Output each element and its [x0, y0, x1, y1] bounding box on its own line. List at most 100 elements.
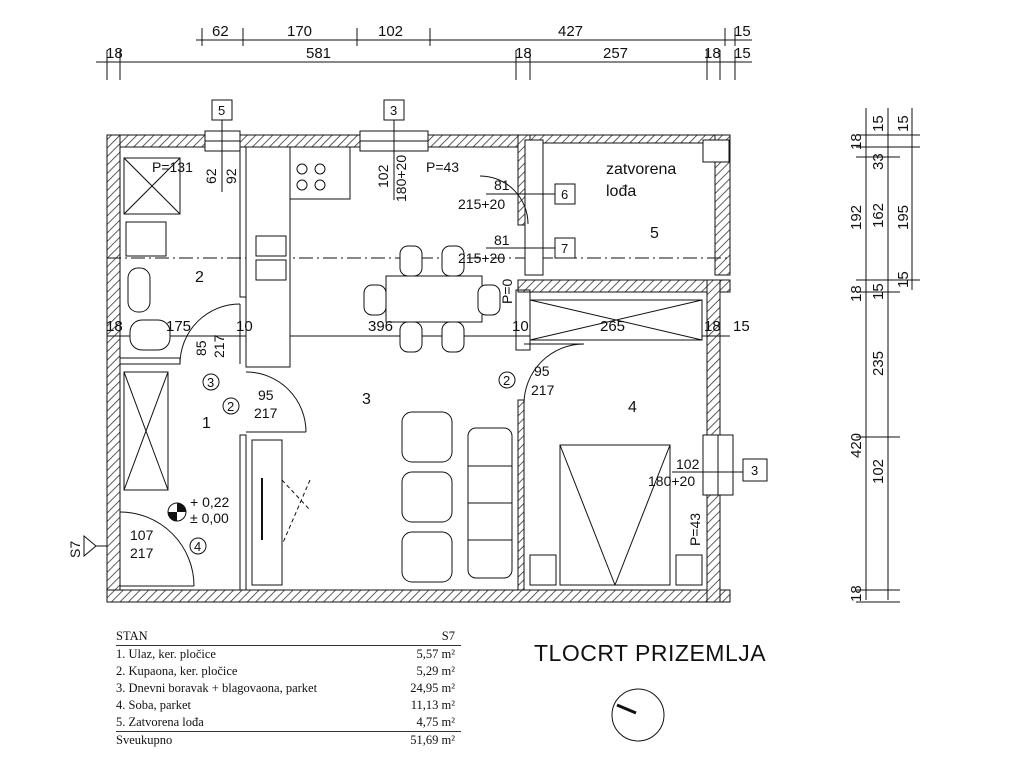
plan-title: TLOCRT PRIZEMLJA: [534, 640, 767, 666]
area-row-value: 5,29 m²: [416, 664, 455, 678]
dim-r-15d: 15: [895, 271, 912, 288]
dim-102: 102: [378, 23, 403, 40]
dim-15-b: 15: [734, 45, 751, 62]
dim-257: 257: [603, 45, 628, 62]
door-tag-2a: 2: [227, 399, 234, 414]
dim-r-18c: 18: [848, 585, 865, 602]
w-bath-b: 92: [223, 168, 239, 184]
dim-r-420: 420: [848, 433, 865, 458]
inner-dimension-labels: 18 175 10 396 10 265 18 15: [106, 318, 750, 335]
room-3: 3: [362, 391, 371, 408]
d-room-b: 217: [531, 382, 555, 398]
dining-set: [363, 245, 501, 353]
level-marker: + 0,22 ± 0,00: [167, 494, 230, 526]
dim-r-162: 162: [870, 203, 887, 228]
door-tag-labels: 3 2 2 4: [194, 373, 510, 554]
walls: [106, 134, 731, 603]
level-upper: + 0,22: [190, 494, 230, 510]
door-tag-3: 3: [207, 375, 214, 390]
kitchen: [245, 146, 351, 368]
bathroom-fixtures: [123, 157, 181, 351]
right-dimension-chain: [856, 108, 920, 603]
area-row: 1. Ulaz, ker. pločice 5,57 m²: [116, 646, 461, 663]
d-loggia1-a: 81: [494, 177, 510, 193]
dim-in-18a: 18: [106, 318, 123, 335]
dim-581: 581: [306, 45, 331, 62]
area-row: 2. Kupaona, ker. pločice 5,29 m²: [116, 663, 461, 680]
window-tag-5: 5: [218, 103, 225, 118]
d-loggia2-b: 215+20: [458, 250, 505, 266]
dim-r-18a: 18: [848, 133, 865, 150]
section-label: S7: [67, 541, 83, 558]
area-row-label: 3. Dnevni boravak + blagovaona, parket: [116, 681, 318, 695]
dim-170: 170: [287, 23, 312, 40]
area-row-value: 11,13 m²: [410, 698, 455, 712]
d-entry-a: 107: [130, 527, 154, 543]
p-bath: P=131: [152, 159, 193, 175]
dim-in-396: 396: [368, 318, 393, 335]
section-marker: S7: [67, 534, 107, 558]
dim-427: 427: [558, 23, 583, 40]
area-table-header-right: S7: [441, 629, 455, 643]
dim-r-33: 33: [870, 153, 887, 170]
room-2: 2: [195, 269, 204, 286]
p-room: P=43: [687, 513, 703, 546]
right-dimension-labels: 18 192 18 420 18 15 33 162 15 235 102 15…: [848, 115, 912, 602]
dim-r-15a: 15: [870, 115, 887, 132]
dim-r-15b: 15: [870, 283, 887, 300]
area-table-header-left: STAN: [116, 629, 148, 643]
area-row-value: 5,57 m²: [416, 647, 455, 661]
dim-r-102: 102: [870, 459, 887, 484]
area-row: 4. Soba, parket 11,13 m²: [116, 697, 461, 714]
area-row-value: 4,75 m²: [416, 715, 455, 729]
d-entry-b: 217: [130, 545, 154, 561]
window-tag-3a: 3: [390, 103, 397, 118]
opening-labels: P=131 62 92 102 180+20 P=43 81 215+20 81…: [130, 155, 703, 561]
top-dimension-chain: [96, 28, 752, 80]
window-tags: 5 3 6 7 3: [211, 99, 768, 482]
dim-r-15c: 15: [895, 115, 912, 132]
room-labels: 1 2 3 4 5 zatvorena lođa: [195, 161, 676, 432]
area-row: 3. Dnevni boravak + blagovaona, parket 2…: [116, 680, 461, 697]
w-kitchen-a: 102: [375, 164, 391, 188]
d-hall-a: 95: [258, 387, 274, 403]
dim-in-10b: 10: [512, 318, 529, 335]
sofa: [401, 411, 513, 583]
p-zero: P=0: [499, 278, 515, 304]
d-hall-b: 217: [254, 405, 278, 421]
p-kitchen: P=43: [426, 159, 459, 175]
d-bath-b: 217: [211, 334, 227, 358]
dim-in-18b: 18: [704, 318, 721, 335]
area-total-label: Sveukupno: [116, 733, 173, 747]
door-swings: [119, 175, 585, 587]
bed: [529, 299, 703, 586]
area-row-label: 1. Ulaz, ker. pločice: [116, 647, 216, 661]
dim-in-10a: 10: [236, 318, 253, 335]
window-tag-6: 6: [561, 187, 568, 202]
door-tags: [189, 371, 516, 555]
area-table-total: Sveukupno 51,69 m²: [116, 731, 461, 749]
dim-in-175: 175: [166, 318, 191, 335]
area-row-label: 2. Kupaona, ker. pločice: [116, 664, 238, 678]
d-room-a: 95: [534, 363, 550, 379]
dim-in-15: 15: [733, 318, 750, 335]
w-bath-a: 62: [203, 168, 219, 184]
dim-62: 62: [212, 23, 229, 40]
door-tag-2b: 2: [503, 373, 510, 388]
level-lower: ± 0,00: [190, 510, 229, 526]
dim-18-a: 18: [106, 45, 123, 62]
area-row-label: 4. Soba, parket: [116, 698, 191, 712]
w-room-b: 180+20: [648, 473, 695, 489]
dim-r-235: 235: [870, 351, 887, 376]
room-4: 4: [628, 399, 637, 416]
area-row-value: 24,95 m²: [410, 681, 455, 695]
entry-wardrobe: [123, 371, 283, 586]
loggia-line1: zatvorena: [606, 161, 676, 178]
w-room-a: 102: [676, 456, 700, 472]
area-row-label: 5. Zatvorena lođa: [116, 715, 204, 729]
window-tag-3b: 3: [751, 463, 758, 478]
d-loggia2-a: 81: [494, 232, 510, 248]
area-total-value: 51,69 m²: [410, 733, 455, 747]
dim-r-192: 192: [848, 205, 865, 230]
